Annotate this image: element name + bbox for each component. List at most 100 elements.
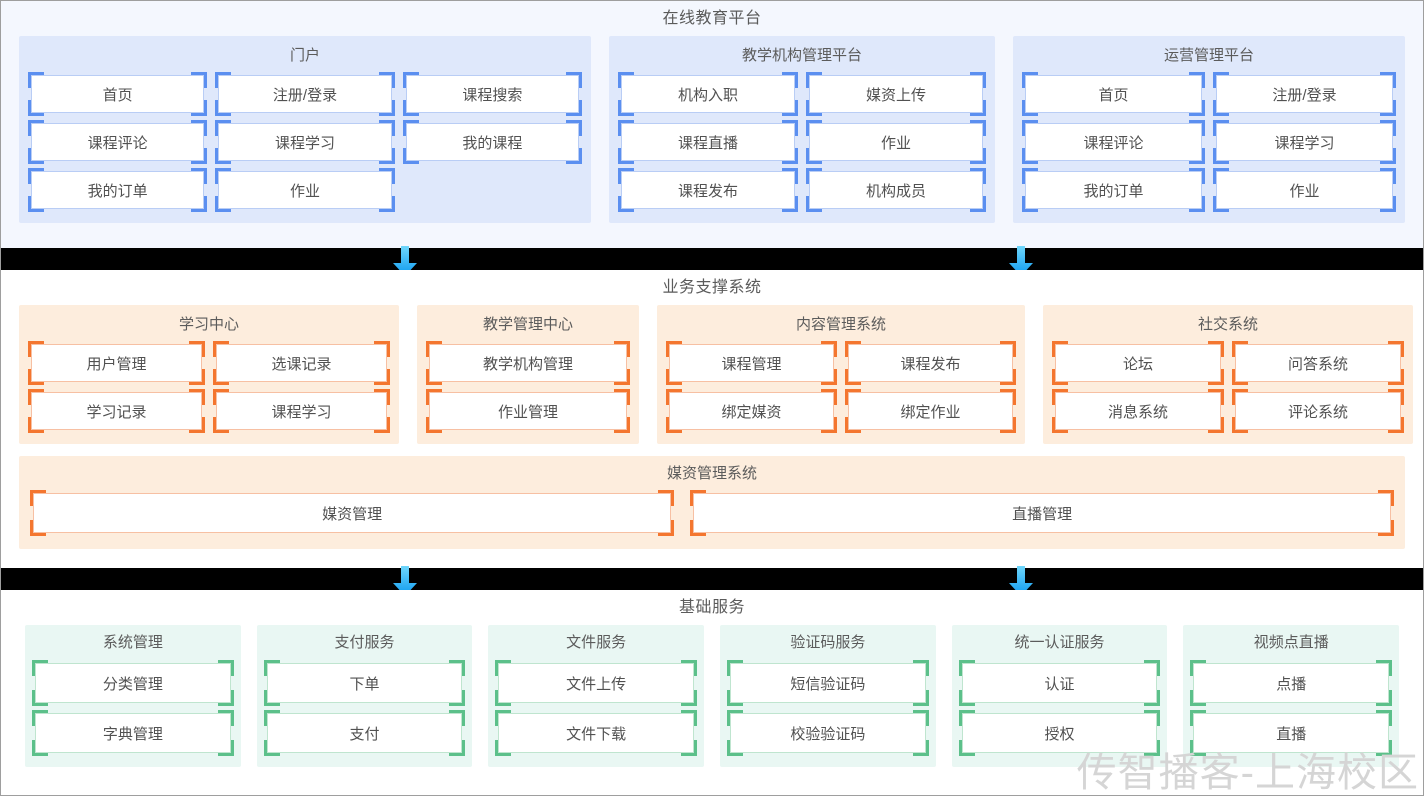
module-box[interactable]: 课程搜索 xyxy=(402,72,582,116)
group-title-video-vod-live: 视频点直播 xyxy=(1253,634,1329,651)
group-content-management-system: 内容管理系统 课程管理 课程发布 绑定媒资 绑定作业 xyxy=(657,305,1025,444)
bottom-group-row: 系统管理 分类管理 字典管理 支付服务 下单 支付 文件服务 文件上传 文件下载 xyxy=(1,625,1423,767)
module-box[interactable]: 我的课程 xyxy=(402,120,582,164)
down-arrow-icon xyxy=(393,246,417,276)
down-arrow-icon xyxy=(1009,246,1033,276)
module-box[interactable]: 作业 xyxy=(215,168,395,212)
group-items-portal: 首页 注册/登录 课程搜索 课程评论 课程学习 我的课程 我的订单 作业 xyxy=(28,72,582,212)
group-media-management-system: 媒资管理系统 媒资管理 直播管理 xyxy=(19,456,1405,549)
group-items-unified-auth-service: 认证 授权 xyxy=(958,660,1161,756)
group-items-video-vod-live: 点播 直播 xyxy=(1190,660,1393,756)
group-title-payment-service: 支付服务 xyxy=(334,634,395,651)
group-learning-center: 学习中心 用户管理 选课记录 学习记录 课程学习 xyxy=(19,305,399,444)
module-box[interactable]: 课程评论 xyxy=(28,120,208,164)
module-box[interactable]: 我的订单 xyxy=(1022,168,1205,212)
middle-group-row: 学习中心 用户管理 选课记录 学习记录 课程学习 教学管理中心 教学机构管理 作… xyxy=(1,305,1423,444)
group-portal: 门户 首页 注册/登录 课程搜索 课程评论 课程学习 我的课程 我的订单 作业 xyxy=(19,36,591,223)
module-box[interactable]: 作业 xyxy=(1213,168,1396,212)
module-box[interactable]: 注册/登录 xyxy=(215,72,395,116)
band-title-bottom: 基础服务 xyxy=(678,599,745,616)
separator-top-to-middle xyxy=(1,246,1423,276)
module-box[interactable]: 字典管理 xyxy=(32,710,234,756)
module-box[interactable]: 论坛 xyxy=(1052,341,1224,385)
module-box[interactable]: 课程评论 xyxy=(1022,120,1205,164)
group-teaching-org-platform: 教学机构管理平台 机构入职 媒资上传 课程直播 作业 课程发布 机构成员 xyxy=(609,36,995,223)
band-title-middle: 业务支撑系统 xyxy=(662,279,762,296)
group-title-operations-platform: 运营管理平台 xyxy=(1163,47,1254,64)
group-operations-platform: 运营管理平台 首页 注册/登录 课程评论 课程学习 我的订单 作业 xyxy=(1013,36,1405,223)
band-basic-services: 基础服务 系统管理 分类管理 字典管理 支付服务 下单 支付 文件服务 文件 xyxy=(1,590,1423,795)
group-items-operations-platform: 首页 注册/登录 课程评论 课程学习 我的订单 作业 xyxy=(1022,72,1396,212)
band-online-education-platform: 在线教育平台 门户 首页 注册/登录 课程搜索 课程评论 课程学习 我的课程 我… xyxy=(1,1,1423,248)
module-box[interactable]: 绑定作业 xyxy=(845,389,1016,433)
module-box[interactable]: 问答系统 xyxy=(1232,341,1404,385)
module-box[interactable]: 课程发布 xyxy=(618,168,798,212)
module-box[interactable]: 机构成员 xyxy=(806,168,986,212)
module-box[interactable]: 首页 xyxy=(1022,72,1205,116)
band-title-top: 在线教育平台 xyxy=(662,10,762,27)
module-box[interactable]: 点播 xyxy=(1190,660,1393,706)
module-box[interactable]: 文件上传 xyxy=(495,660,698,706)
module-box[interactable]: 下单 xyxy=(263,660,466,706)
group-title-teaching-org-platform: 教学机构管理平台 xyxy=(741,47,862,64)
group-file-service: 文件服务 文件上传 文件下载 xyxy=(488,625,705,767)
module-box[interactable]: 课程管理 xyxy=(666,341,837,385)
module-box[interactable]: 分类管理 xyxy=(32,660,234,706)
group-title-content-management-system: 内容管理系统 xyxy=(795,316,886,333)
module-box[interactable]: 消息系统 xyxy=(1052,389,1224,433)
module-box[interactable]: 媒资管理 xyxy=(30,490,675,536)
group-captcha-service: 验证码服务 短信验证码 校验验证码 xyxy=(720,625,936,767)
module-box[interactable]: 我的订单 xyxy=(28,168,208,212)
group-title-social-system: 社交系统 xyxy=(1197,316,1258,333)
group-items-captcha-service: 短信验证码 校验验证码 xyxy=(727,660,929,756)
group-items-payment-service: 下单 支付 xyxy=(263,660,466,756)
group-title-system-management: 系统管理 xyxy=(102,634,163,651)
module-box[interactable]: 课程发布 xyxy=(845,341,1016,385)
module-box[interactable]: 直播管理 xyxy=(690,490,1394,536)
separator-middle-to-bottom xyxy=(1,566,1423,596)
group-title-file-service: 文件服务 xyxy=(566,634,627,651)
group-title-captcha-service: 验证码服务 xyxy=(790,634,866,651)
module-box[interactable]: 认证 xyxy=(958,660,1161,706)
module-box[interactable]: 机构入职 xyxy=(618,72,798,116)
module-box[interactable]: 直播 xyxy=(1190,710,1393,756)
module-box[interactable]: 课程学习 xyxy=(215,120,395,164)
group-title-media-management-system: 媒资管理系统 xyxy=(666,465,757,482)
group-items-teaching-org-platform: 机构入职 媒资上传 课程直播 作业 课程发布 机构成员 xyxy=(618,72,986,212)
module-box[interactable]: 教学机构管理 xyxy=(426,341,630,385)
module-box[interactable]: 支付 xyxy=(263,710,466,756)
group-title-portal: 门户 xyxy=(289,47,320,64)
module-box[interactable]: 短信验证码 xyxy=(727,660,929,706)
group-items-system-management: 分类管理 字典管理 xyxy=(32,660,234,756)
module-box[interactable]: 绑定媒资 xyxy=(666,389,837,433)
group-items-media-management-system: 媒资管理 直播管理 xyxy=(30,490,1394,536)
module-box[interactable]: 用户管理 xyxy=(28,341,205,385)
group-items-social-system: 论坛 问答系统 消息系统 评论系统 xyxy=(1052,341,1404,433)
module-box[interactable]: 首页 xyxy=(28,72,208,116)
module-box[interactable]: 课程学习 xyxy=(1213,120,1396,164)
group-title-teaching-management-center: 教学管理中心 xyxy=(482,316,573,333)
group-payment-service: 支付服务 下单 支付 xyxy=(256,625,473,767)
group-items-learning-center: 用户管理 选课记录 学习记录 课程学习 xyxy=(28,341,390,433)
module-box[interactable]: 文件下载 xyxy=(495,710,698,756)
module-box[interactable]: 注册/登录 xyxy=(1213,72,1396,116)
group-items-content-management-system: 课程管理 课程发布 绑定媒资 绑定作业 xyxy=(666,341,1016,433)
top-group-row: 门户 首页 注册/登录 课程搜索 课程评论 课程学习 我的课程 我的订单 作业 … xyxy=(1,36,1423,223)
module-box[interactable]: 课程直播 xyxy=(618,120,798,164)
down-arrow-icon xyxy=(393,566,417,596)
module-box[interactable]: 选课记录 xyxy=(213,341,390,385)
module-box[interactable]: 课程学习 xyxy=(213,389,390,433)
module-box[interactable]: 作业管理 xyxy=(426,389,630,433)
group-teaching-management-center: 教学管理中心 教学机构管理 作业管理 xyxy=(417,305,639,444)
group-video-vod-live: 视频点直播 点播 直播 xyxy=(1183,625,1400,767)
module-box[interactable]: 媒资上传 xyxy=(806,72,986,116)
module-box[interactable]: 作业 xyxy=(806,120,986,164)
group-items-file-service: 文件上传 文件下载 xyxy=(495,660,698,756)
band-business-support-system: 业务支撑系统 学习中心 用户管理 选课记录 学习记录 课程学习 教学管理中心 教… xyxy=(1,270,1423,568)
module-box[interactable]: 学习记录 xyxy=(28,389,205,433)
module-box[interactable]: 校验验证码 xyxy=(727,710,929,756)
group-title-unified-auth-service: 统一认证服务 xyxy=(1014,634,1105,651)
module-box[interactable]: 授权 xyxy=(958,710,1161,756)
module-box[interactable]: 评论系统 xyxy=(1232,389,1404,433)
